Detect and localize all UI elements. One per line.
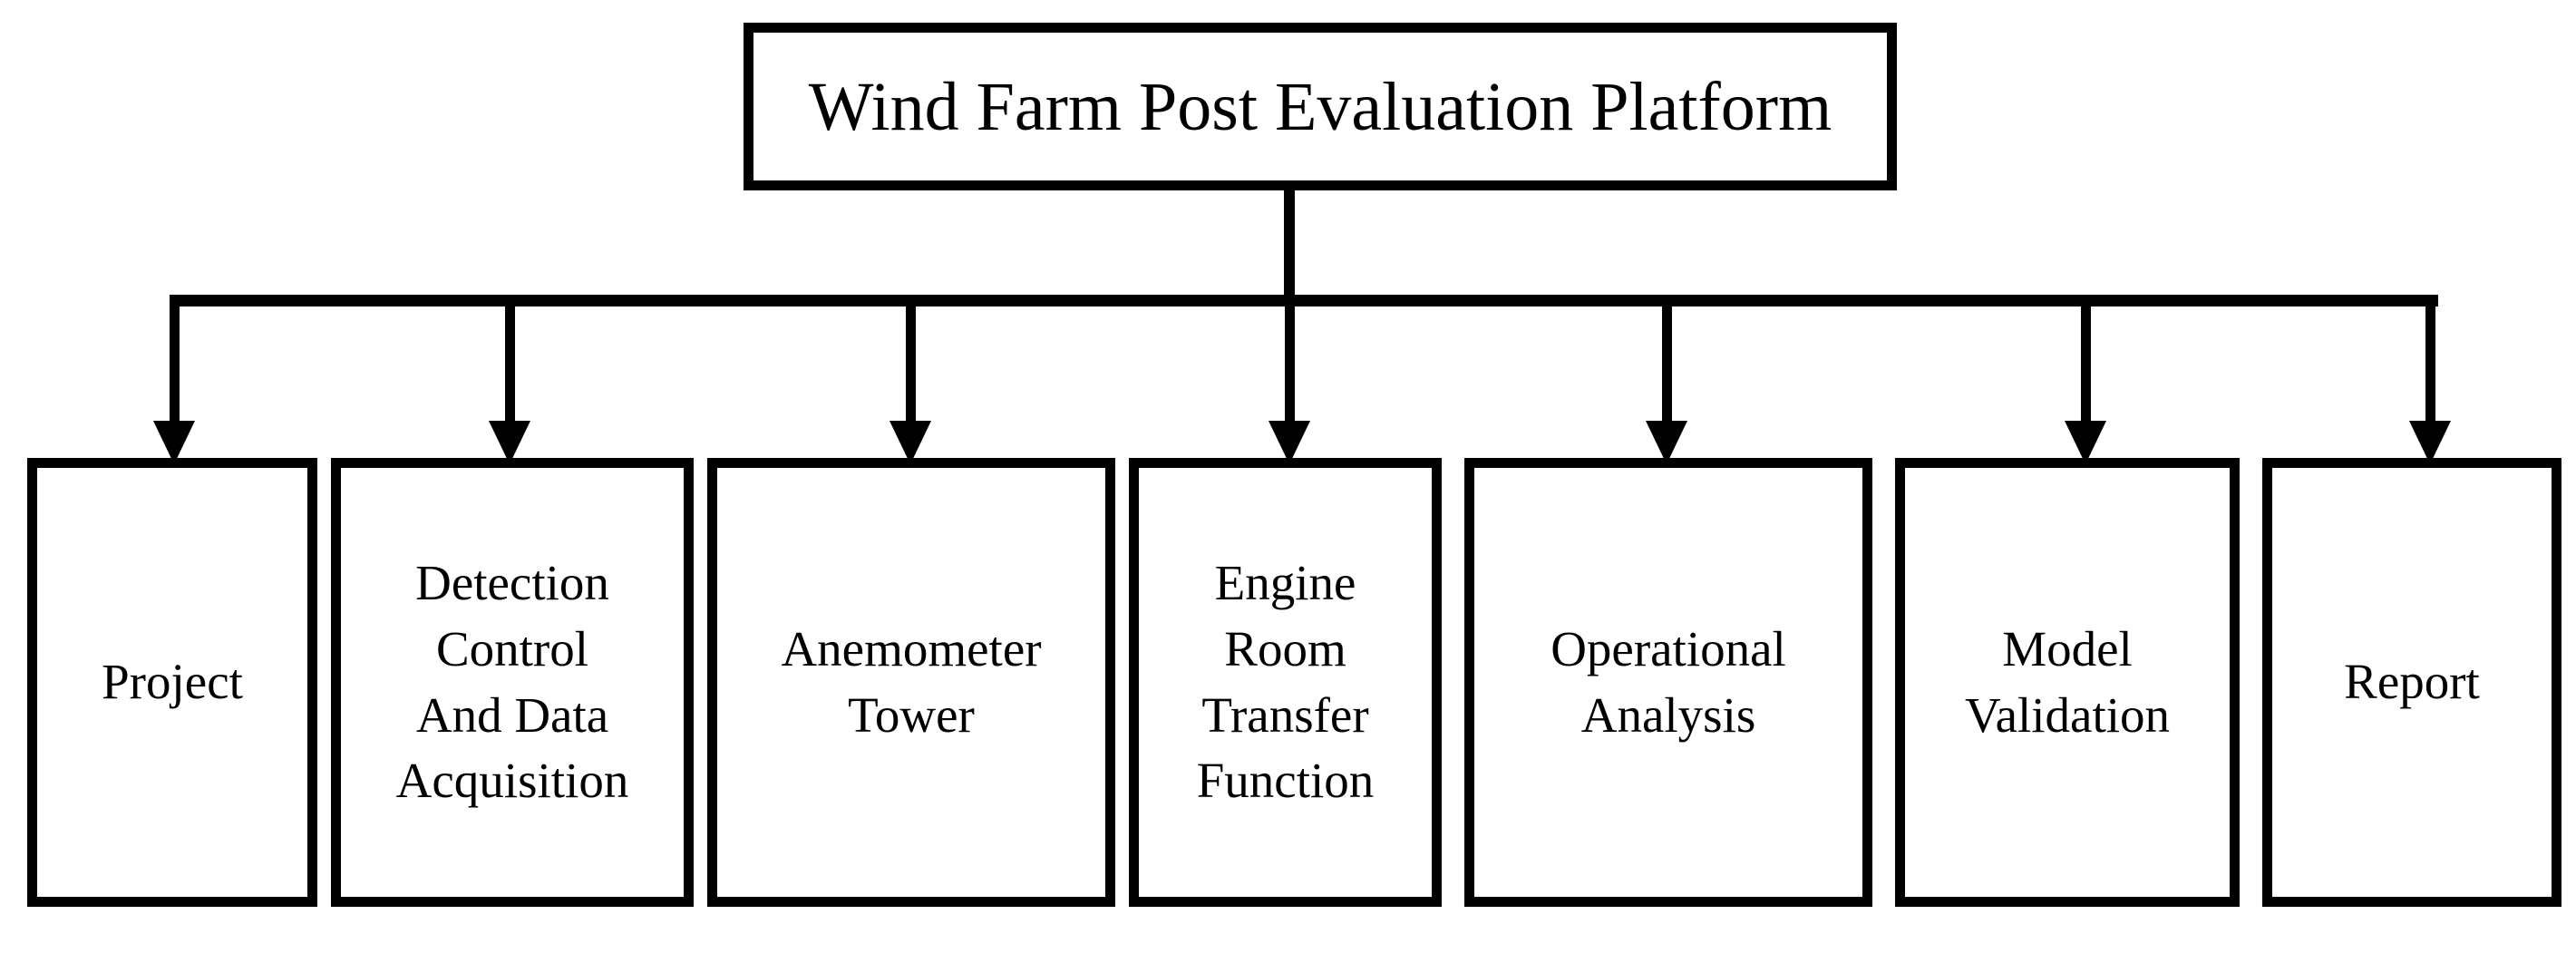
arrow-down-icon-project — [153, 305, 195, 464]
arrow-shaft — [1661, 305, 1672, 421]
root-box-label: Wind Farm Post Evaluation Platform — [808, 68, 1832, 145]
connector-bus-line — [170, 295, 2438, 306]
arrow-down-icon-report — [2409, 305, 2451, 464]
arrow-head — [2065, 421, 2106, 464]
arrow-down-icon-engine-room — [1269, 305, 1310, 464]
child-box-label: Report — [2344, 654, 2480, 710]
child-box-model-validation: Model Validation — [1895, 458, 2240, 907]
arrow-shaft — [2080, 305, 2091, 421]
child-box-project: Project — [27, 458, 317, 907]
child-box-engine-room-transfer: Engine Room Transfer Function — [1129, 458, 1442, 907]
child-box-label: Anemometer Tower — [781, 620, 1042, 743]
arrow-down-icon-detection — [489, 305, 530, 464]
child-box-label: Operational Analysis — [1550, 620, 1786, 743]
arrow-head — [153, 421, 195, 464]
root-box-wind-farm-platform: Wind Farm Post Evaluation Platform — [744, 23, 1897, 190]
arrow-head — [1269, 421, 1310, 464]
arrow-shaft — [905, 305, 916, 421]
child-box-label: Model Validation — [1964, 620, 2171, 743]
arrow-head — [2409, 421, 2451, 464]
child-box-label: Detection Control And Data Acquisition — [395, 555, 629, 809]
connector-stem — [1284, 186, 1295, 305]
child-box-detection-control: Detection Control And Data Acquisition — [331, 458, 694, 907]
child-box-report: Report — [2262, 458, 2561, 907]
child-box-operational-analysis: Operational Analysis — [1464, 458, 1872, 907]
arrow-shaft — [504, 305, 515, 421]
child-box-label: Engine Room Transfer Function — [1196, 555, 1375, 809]
arrow-shaft — [169, 305, 180, 421]
arrow-down-icon-model-validation — [2065, 305, 2106, 464]
arrow-down-icon-operational — [1646, 305, 1687, 464]
arrow-head — [889, 421, 931, 464]
arrow-down-icon-anemometer — [889, 305, 931, 464]
arrow-head — [1646, 421, 1687, 464]
child-box-label: Project — [102, 654, 243, 710]
child-box-anemometer-tower: Anemometer Tower — [707, 458, 1115, 907]
arrow-shaft — [2425, 305, 2435, 421]
arrow-shaft — [1284, 305, 1295, 421]
arrow-head — [489, 421, 530, 464]
